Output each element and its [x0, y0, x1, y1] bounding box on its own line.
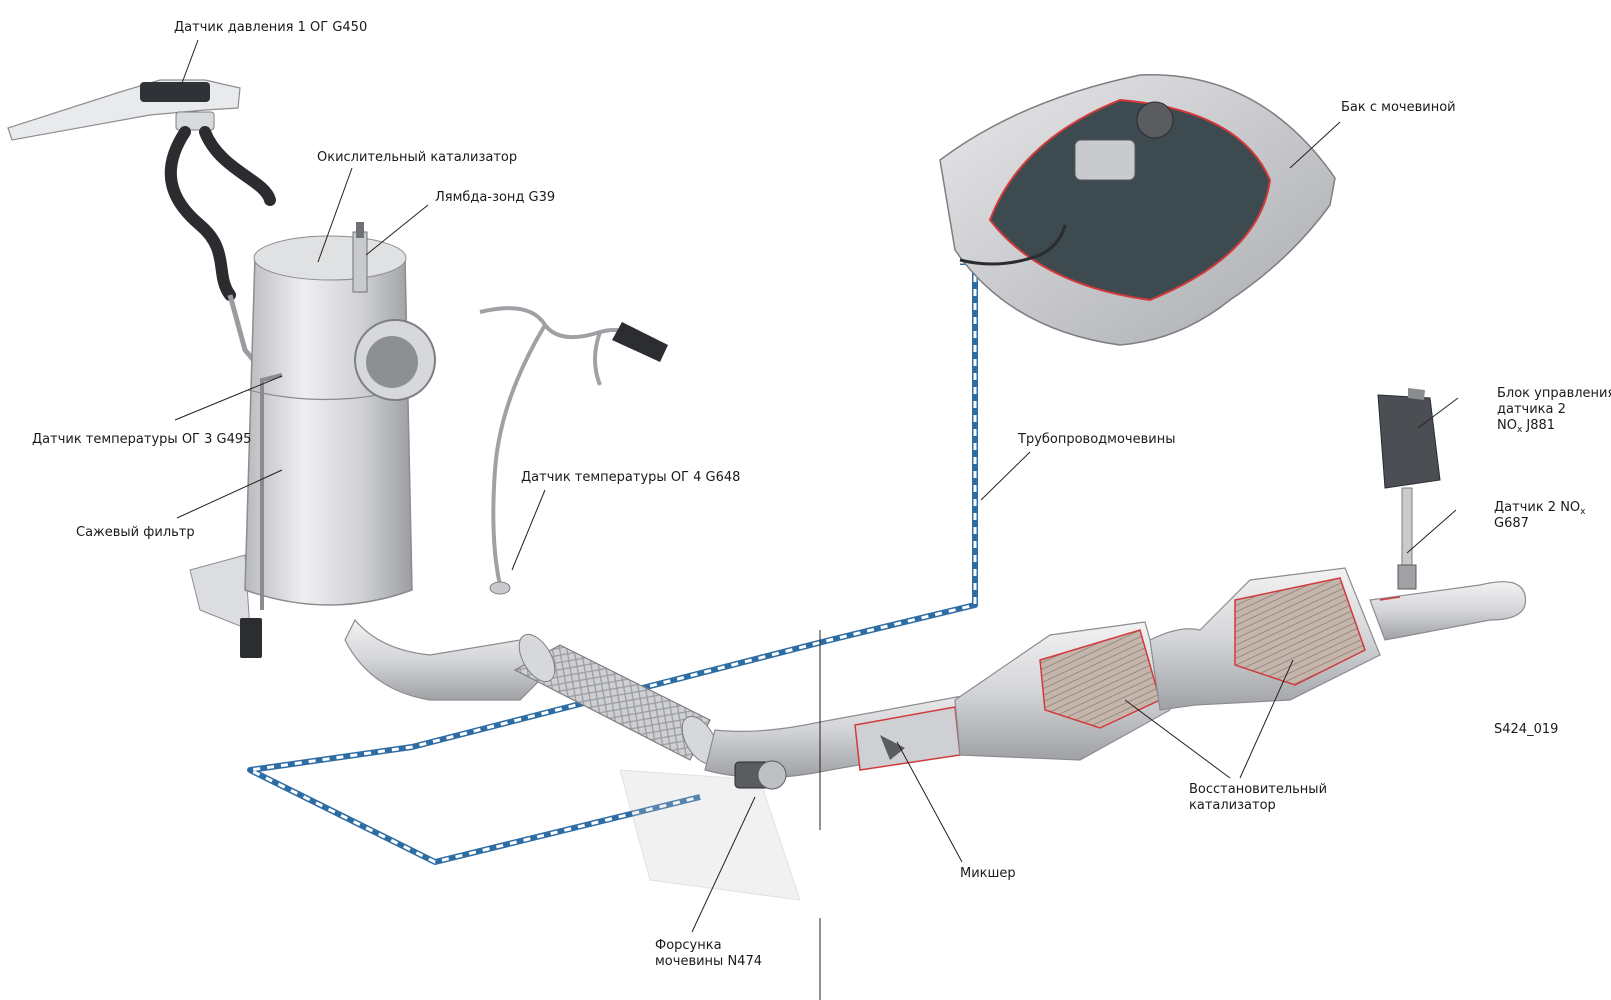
nox-sensor-assembly	[1377, 388, 1441, 590]
label-nox-sensor: Датчик 2 NOx G687	[1494, 500, 1586, 532]
label-nox-control-unit: Блок управления датчика 2 NOx J881	[1497, 386, 1611, 435]
label-urea-line: Трубопроводмочевины	[1018, 432, 1176, 447]
label-lambda-probe: Лямбда-зонд G39	[435, 190, 556, 205]
label-nox-control-unit-line3-post: J881	[1522, 418, 1556, 433]
label-oxidation-catalyst: Окислительный катализатор	[317, 150, 518, 165]
leader-lines	[174, 39, 1459, 1000]
label-nox-control-unit-line1: Блок управления	[1497, 386, 1611, 401]
label-nox-sensor-line1-pre: Датчик 2 NO	[1494, 500, 1581, 515]
label-soot-filter: Сажевый фильтр	[76, 525, 195, 540]
reduction-catalyst-2	[1149, 567, 1381, 711]
label-pressure-sensor: Датчик давления 1 ОГ G450	[174, 20, 368, 35]
tail-pipe	[1369, 581, 1527, 641]
label-temp-sensor-4: Датчик температуры ОГ 4 G648	[521, 470, 741, 485]
label-nox-control-unit-line3-sub: x	[1516, 425, 1523, 435]
label-temp-sensor-3: Датчик температуры ОГ 3 G495	[32, 432, 252, 447]
urea-tank	[939, 74, 1336, 346]
faded-bracket	[619, 769, 801, 901]
flex-pipe	[513, 633, 719, 765]
label-nox-sensor-line2: G687	[1494, 516, 1529, 531]
label-urea-tank: Бак с мочевиной	[1341, 100, 1456, 115]
label-injector-line1: Форсунка	[655, 938, 722, 953]
label-injector: Форсунка мочевины N474	[655, 938, 762, 970]
soot-filter-body	[189, 222, 562, 701]
temp-sensor-g648	[479, 306, 668, 595]
label-nox-sensor-line1-sub: x	[1580, 507, 1586, 517]
label-nox-sensor-line1: Датчик 2 NOx	[1494, 500, 1586, 517]
label-reduction-catalyst-line1: Восстановительный	[1189, 782, 1328, 797]
label-mixer: Микшер	[960, 866, 1016, 881]
figure-reference: S424_019	[1494, 722, 1559, 737]
label-nox-control-unit-line2: датчика 2	[1497, 402, 1566, 417]
label-reduction-catalyst: Восстановительный катализатор	[1189, 782, 1327, 814]
reduction-catalyst-1	[954, 621, 1171, 761]
label-injector-line2: мочевины N474	[655, 954, 762, 969]
label-reduction-catalyst-line2: катализатор	[1189, 798, 1276, 813]
label-nox-control-unit-line3: NOx J881	[1497, 418, 1611, 435]
pressure-sensor-assembly	[7, 79, 276, 382]
label-nox-control-unit-line3-pre: NO	[1497, 418, 1517, 433]
